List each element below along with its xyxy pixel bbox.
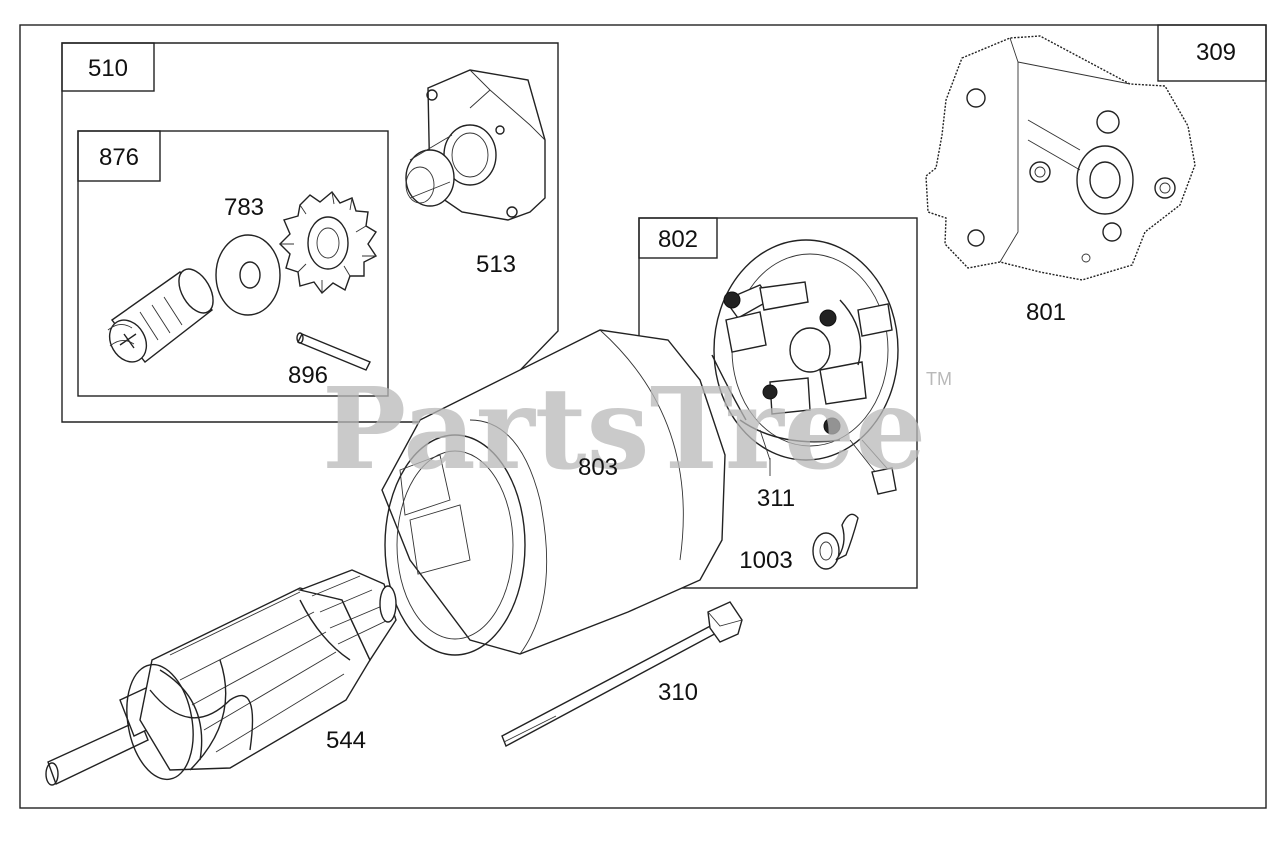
group-label-802[interactable]: 802 xyxy=(658,226,698,253)
group-label-309[interactable]: 309 xyxy=(1196,39,1236,66)
outer-frame xyxy=(19,24,1267,809)
part-label-1003[interactable]: 1003 xyxy=(739,547,792,574)
group-label-876[interactable]: 876 xyxy=(99,144,139,171)
gear-drawing[interactable] xyxy=(279,190,378,295)
brush-holder-plate-drawing[interactable] xyxy=(711,239,899,495)
group-box-876 xyxy=(77,130,389,397)
armature-drawing[interactable] xyxy=(45,569,397,786)
drive-end-cap-drawing[interactable] xyxy=(405,69,546,221)
part-label-311[interactable]: 311 xyxy=(757,485,795,512)
part-label-801[interactable]: 801 xyxy=(1026,299,1066,326)
motor-housing-drawing[interactable] xyxy=(381,329,726,656)
group-label-box-510 xyxy=(61,42,155,92)
part-label-513[interactable]: 513 xyxy=(476,251,516,278)
part-label-544[interactable]: 544 xyxy=(326,727,366,754)
part-label-803[interactable]: 803 xyxy=(578,454,618,481)
part-label-896[interactable]: 896 xyxy=(288,362,328,389)
pin-drawing[interactable] xyxy=(296,332,371,371)
washer-drawing[interactable] xyxy=(215,234,281,316)
part-label-310[interactable]: 310 xyxy=(658,679,698,706)
part-label-783[interactable]: 783 xyxy=(224,194,264,221)
pinion-assembly-drawing[interactable] xyxy=(102,263,220,368)
watermark-trademark: TM xyxy=(926,369,952,389)
watermark: PartsTree xyxy=(322,364,926,495)
end-plate-bracket-drawing[interactable] xyxy=(925,35,1196,281)
group-label-box-309 xyxy=(1157,24,1267,82)
group-label-510[interactable]: 510 xyxy=(88,55,128,82)
group-label-box-802 xyxy=(638,217,718,259)
group-label-box-876 xyxy=(77,130,161,182)
through-bolt-drawing[interactable] xyxy=(501,601,743,747)
spring-clip-drawing[interactable] xyxy=(812,513,859,570)
